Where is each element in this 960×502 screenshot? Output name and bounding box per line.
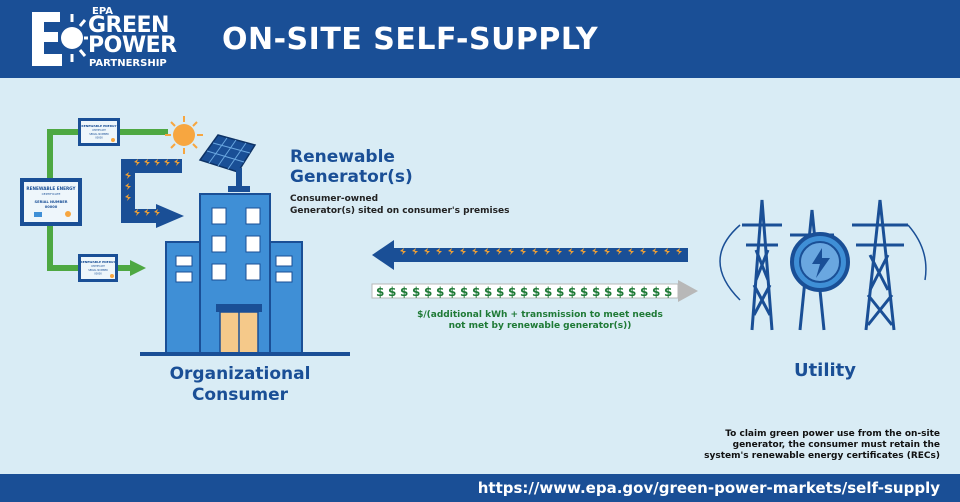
rec-retention-note: To claim green power use from the on-sit… (690, 429, 940, 462)
dollar-sign: $ (412, 285, 420, 299)
rec-certificate-large: RENEWABLE ENERGY CERTIFICATE SERIAL NUMB… (20, 178, 82, 226)
rec-certificate-bottom: RENEWABLE ENERGY CERTIFICATE SERIAL NUMB… (78, 254, 118, 282)
dollar-sign: $ (652, 285, 660, 299)
rec-note-line2: generator, the consumer must retain the (732, 440, 940, 450)
meter-icon (790, 232, 850, 292)
dollar-sign: $ (400, 285, 408, 299)
dollar-sign: $ (424, 285, 432, 299)
logo-partnership-text: PARTNERSHIP (89, 58, 167, 69)
utility-power-arrow (372, 240, 688, 270)
utility-label: Utility (793, 360, 857, 381)
cert-top-serial: SERIAL NUMBER (89, 133, 109, 136)
sun-icon (165, 116, 203, 154)
dollar-sign: $ (484, 285, 492, 299)
logo-power-text: POWER (88, 33, 177, 58)
payment-arrow: $ $ $ $ $ $ $ $ $ $ $ $ $ $ $ $ $ $ $ $ $ $ $ $ $ (371, 280, 698, 302)
dollar-sign: $ (568, 285, 576, 299)
logo-epa-text: EPA (92, 6, 113, 17)
organizational-building-icon (140, 193, 350, 356)
dollar-sign: $ (460, 285, 468, 299)
cert-top-subtitle: CERTIFICATE (92, 129, 106, 132)
cert-bottom-subtitle: CERTIFICATE (91, 265, 105, 268)
cert-top-title: RENEWABLE ENERGY (81, 124, 117, 128)
dollar-sign: $ (580, 285, 588, 299)
payment-desc-line1: $/(additional kWh + transmission to meet… (417, 310, 663, 320)
self-supply-diagram: RENEWABLE ENERGY CERTIFICATE SERIAL NUMB… (20, 116, 927, 356)
dollar-sign: $ (604, 285, 612, 299)
rec-arrow-head (130, 260, 146, 276)
dollar-sign: $ (640, 285, 648, 299)
dollar-sign: $ (544, 285, 552, 299)
generator-power-flow (121, 159, 184, 228)
dollar-sign: $ (628, 285, 636, 299)
dollar-sign: $ (556, 285, 564, 299)
consumer-label-line1: Organizational (169, 364, 311, 384)
rec-flow-lines (47, 129, 168, 271)
footer-bar: https://www.epa.gov/green-power-markets/… (0, 474, 960, 502)
generator-desc-line1: Consumer-owned (290, 194, 379, 204)
consumer-label-line2: Consumer (191, 385, 289, 405)
dollar-sign: $ (496, 285, 504, 299)
cert-large-serial: SERIAL NUMBER (35, 200, 68, 204)
cert-large-title: RENEWABLE ENERGY (26, 186, 76, 191)
cert-bottom-title: RENEWABLE ENERGY (80, 260, 116, 264)
dollar-sign: $ (472, 285, 480, 299)
dollar-sign: $ (388, 285, 396, 299)
dollar-sign: $ (448, 285, 456, 299)
payment-desc-line2: not met by renewable generator(s)) (448, 321, 632, 331)
epa-logo-icon (32, 12, 88, 66)
dollar-sign: $ (376, 285, 384, 299)
rec-note-line1: To claim green power use from the on-sit… (725, 429, 940, 439)
footer-url-link[interactable]: https://www.epa.gov/green-power-markets/… (477, 479, 940, 497)
green-power-partnership-logo: EPA GREEN POWER PARTNERSHIP (30, 6, 190, 72)
cert-top-number: 00000 (95, 137, 103, 140)
generator-title-line1: Renewable (290, 147, 395, 167)
dollar-sign: $ (532, 285, 540, 299)
rec-certificate-top: RENEWABLE ENERGY CERTIFICATE SERIAL NUMB… (78, 118, 120, 146)
generator-title: Renewable Generator(s) (290, 147, 450, 187)
cert-bottom-serial: SERIAL NUMBER (88, 269, 108, 272)
organizational-consumer-label: Organizational Consumer (150, 364, 330, 406)
cert-large-subtitle: CERTIFICATE (42, 192, 61, 196)
generator-description: Consumer-owned Generator(s) sited on con… (290, 193, 530, 217)
solar-panel-icon (198, 134, 257, 192)
page-title: ON-SITE SELF-SUPPLY (222, 22, 599, 57)
dollar-sign: $ (664, 285, 672, 299)
rec-note-line3: system's renewable energy certificates (… (704, 451, 940, 461)
generator-desc-line2: Generator(s) sited on consumer's premise… (290, 206, 510, 216)
cert-bottom-number: 00000 (94, 273, 102, 276)
dollar-sign: $ (508, 285, 516, 299)
payment-description: $/(additional kWh + transmission to meet… (390, 310, 690, 332)
dollar-sign: $ (520, 285, 528, 299)
dollar-sign: $ (436, 285, 444, 299)
dollar-sign: $ (616, 285, 624, 299)
logo-green-text: GREEN (88, 13, 169, 38)
cert-large-number: 00000 (45, 205, 58, 209)
dollar-sign: $ (592, 285, 600, 299)
dollar-sign-row: $ $ $ $ $ $ $ $ $ $ $ $ $ $ $ $ $ $ $ $ $ $ $ $ $ (376, 285, 672, 299)
header-bar: EPA GREEN POWER PARTNERSHIP ON-SITE SELF… (0, 0, 960, 78)
generator-title-line2: Generator(s) (290, 167, 413, 187)
